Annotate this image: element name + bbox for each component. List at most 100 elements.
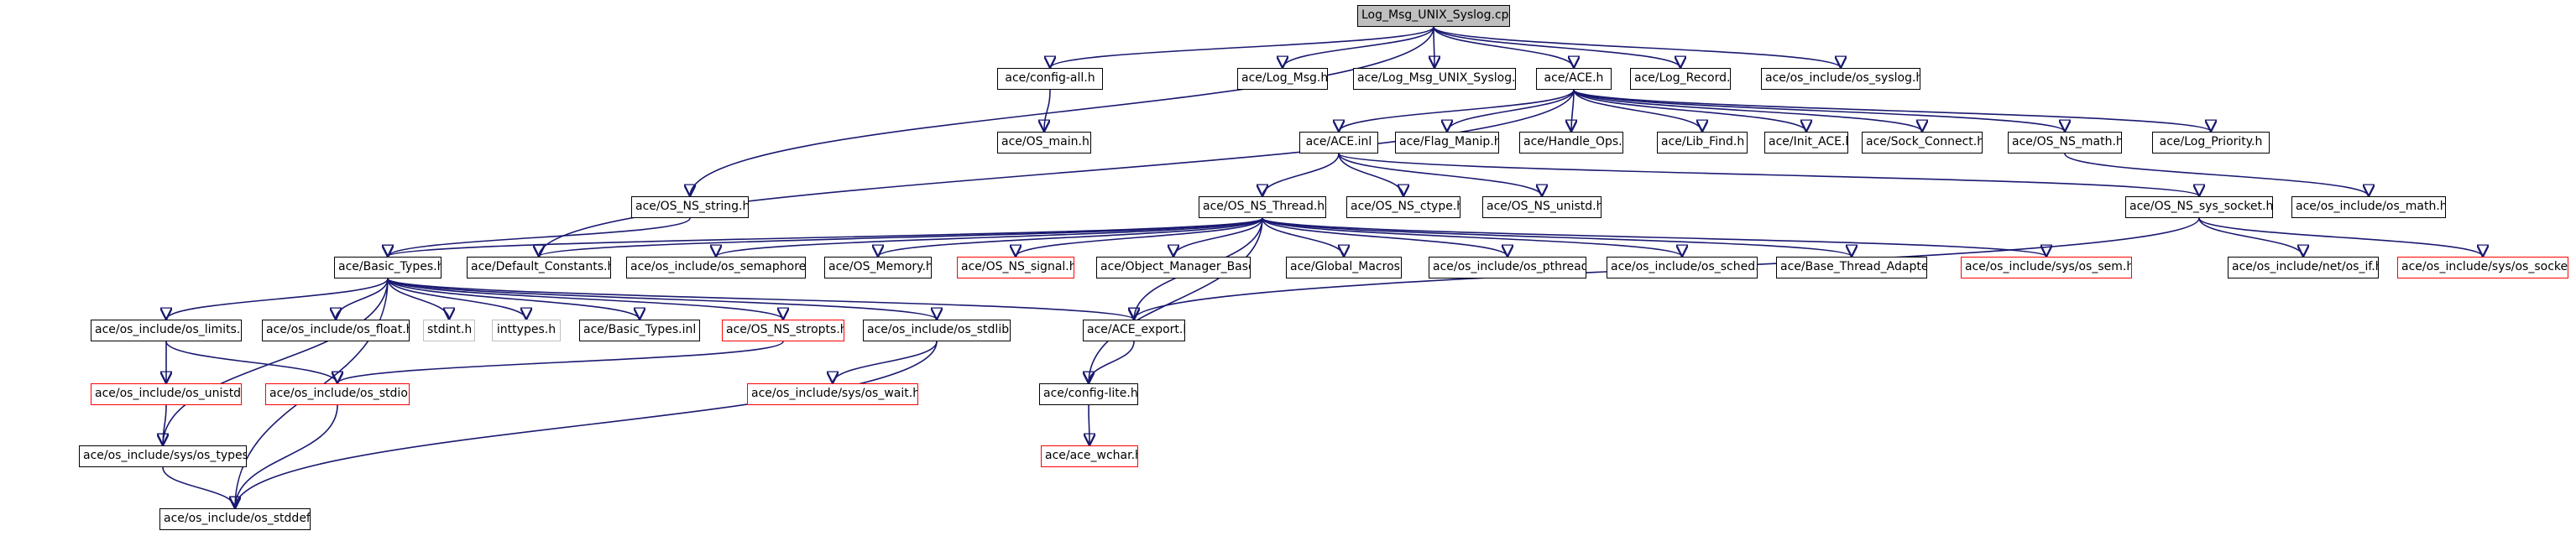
- edge-ace-inl-to-os-ns-ctype: [1338, 153, 1403, 197]
- node-sys-os-wait[interactable]: ace/os_include/sys/os_wait.h: [747, 383, 918, 405]
- edge-root-to-config-all: [1050, 26, 1434, 69]
- edge-os-limits-to-os-stdio: [165, 341, 337, 384]
- node-os-float[interactable]: ace/os_include/os_float.h: [262, 320, 410, 341]
- edge-ace-inl-to-os-ns-unistd: [1338, 153, 1542, 197]
- edge-ace-export-to-config-lite: [1089, 341, 1135, 384]
- node-os-sched[interactable]: ace/os_include/os_sched.h: [1607, 257, 1758, 278]
- edge-ace-h-to-sock-connect: [1573, 89, 1922, 133]
- node-os-limits[interactable]: ace/os_include/os_limits.h: [91, 320, 242, 341]
- edge-ace-inl-to-os-ns-thread: [1262, 153, 1340, 197]
- node-os-ns-stropts[interactable]: ace/OS_NS_stropts.h: [722, 320, 844, 341]
- edge-os-ns-sys-socket-to-net-os-if: [2198, 217, 2303, 258]
- node-log-msg-unix[interactable]: ace/Log_Msg_UNIX_Syslog.h: [1353, 68, 1516, 90]
- node-os-ns-signal[interactable]: ace/OS_NS_signal.h: [957, 257, 1074, 278]
- node-basic-types[interactable]: ace/Basic_Types.h: [334, 257, 442, 278]
- node-handle-ops[interactable]: ace/Handle_Ops.h: [1519, 132, 1623, 154]
- node-os-stdlib[interactable]: ace/os_include/os_stdlib.h: [863, 320, 1011, 341]
- edge-sys-os-types-to-os-stddef: [162, 466, 235, 509]
- edge-basic-types-to-os-limits: [166, 278, 389, 320]
- edge-os-stdio-to-os-stddef: [235, 404, 338, 508]
- node-ace-wchar[interactable]: ace/ace_wchar.h: [1041, 445, 1138, 467]
- node-os-math[interactable]: ace/os_include/os_math.h: [2291, 196, 2446, 218]
- edge-os-ns-math-to-os-math: [2064, 153, 2369, 197]
- edge-os-ns-string-to-basic-types: [388, 217, 691, 258]
- edge-root-to-os-syslog: [1433, 26, 1841, 69]
- node-sys-os-socket[interactable]: ace/os_include/sys/os_socket.h: [2397, 257, 2568, 278]
- edge-ace-h-to-lib-find: [1573, 89, 1702, 133]
- edge-basic-types-to-inttypes: [387, 278, 526, 320]
- node-os-stddef[interactable]: ace/os_include/os_stddef.h: [159, 508, 311, 530]
- node-os-unistd[interactable]: ace/os_include/os_unistd.h: [91, 383, 242, 405]
- node-default-constants[interactable]: ace/Default_Constants.h: [467, 257, 611, 278]
- edge-ace-h-to-default-constants: [539, 89, 1575, 257]
- edge-os-ns-thread-to-os-pthread: [1262, 217, 1507, 258]
- edge-ace-h-to-handle-ops: [1571, 89, 1574, 132]
- edge-root-to-os-ns-string: [690, 26, 1434, 196]
- node-init-ace[interactable]: ace/Init_ACE.h: [1764, 132, 1848, 154]
- edge-os-unistd-to-sys-os-types: [163, 404, 166, 445]
- node-os-pthread[interactable]: ace/os_include/os_pthread.h: [1429, 257, 1586, 278]
- node-os-ns-string[interactable]: ace/OS_NS_string.h: [631, 196, 749, 218]
- node-config-all[interactable]: ace/config-all.h: [997, 68, 1103, 90]
- edge-os-ns-thread-to-os-sched: [1262, 217, 1682, 258]
- edge-basic-types-to-sys-os-types: [163, 278, 389, 445]
- edge-ace-h-to-os-ns-math: [1573, 89, 2065, 133]
- edge-root-to-log-record: [1433, 26, 1680, 69]
- node-object-manager-base[interactable]: ace/Object_Manager_Base.h: [1096, 257, 1251, 278]
- edge-os-ns-sys-socket-to-sys-os-socket: [2198, 217, 2483, 258]
- node-ace-export[interactable]: ace/ACE_export.h: [1083, 320, 1185, 341]
- node-os-ns-math[interactable]: ace/OS_NS_math.h: [2008, 132, 2122, 154]
- node-net-os-if[interactable]: ace/os_include/net/os_if.h: [2228, 257, 2379, 278]
- node-os-ns-sys-socket[interactable]: ace/OS_NS_sys_socket.h: [2125, 196, 2273, 218]
- node-sys-os-sem[interactable]: ace/os_include/sys/os_sem.h: [1961, 257, 2132, 278]
- edge-ace-inl-to-os-ns-sys-socket: [1338, 153, 2199, 197]
- edge-ace-h-to-ace-inl: [1339, 89, 1575, 133]
- node-root[interactable]: Log_Msg_UNIX_Syslog.cpp: [1357, 5, 1510, 27]
- node-os-main[interactable]: ace/OS_main.h: [997, 132, 1091, 154]
- edge-os-ns-thread-to-base-thread-adapter: [1262, 217, 1852, 258]
- node-base-thread-adapter[interactable]: ace/Base_Thread_Adapter.h: [1776, 257, 1927, 278]
- node-os-syslog[interactable]: ace/os_include/os_syslog.h: [1761, 68, 1920, 90]
- node-global-macros[interactable]: ace/Global_Macros.h: [1286, 257, 1402, 278]
- node-sys-os-types[interactable]: ace/os_include/sys/os_types.h: [79, 445, 247, 467]
- edge-basic-types-to-stdint: [387, 278, 449, 320]
- node-lib-find[interactable]: ace/Lib_Find.h: [1657, 132, 1748, 154]
- edge-basic-types-to-os-float: [336, 278, 389, 320]
- edge-ace-h-to-flag-manip: [1447, 89, 1575, 133]
- edge-os-ns-thread-to-os-semaphore: [716, 217, 1263, 258]
- node-log-msg[interactable]: ace/Log_Msg.h: [1237, 68, 1328, 90]
- node-os-memory[interactable]: ace/OS_Memory.h: [824, 257, 932, 278]
- node-ace-inl[interactable]: ace/ACE.inl: [1299, 132, 1378, 154]
- edge-os-stdlib-to-os-stddef: [235, 341, 938, 508]
- node-stdint[interactable]: stdint.h: [423, 320, 475, 341]
- node-os-semaphore[interactable]: ace/os_include/os_semaphore.h: [626, 257, 806, 278]
- edge-basic-types-to-ace-export: [387, 278, 1134, 320]
- node-basic-types-inl[interactable]: ace/Basic_Types.inl: [579, 320, 700, 341]
- node-flag-manip[interactable]: ace/Flag_Manip.h: [1395, 132, 1499, 154]
- node-config-lite[interactable]: ace/config-lite.h: [1039, 383, 1138, 405]
- node-inttypes[interactable]: inttypes.h: [492, 320, 561, 341]
- edge-root-to-ace-h: [1433, 26, 1574, 69]
- node-log-record[interactable]: ace/Log_Record.h: [1630, 68, 1731, 90]
- edge-os-ns-thread-to-os-ns-signal: [1016, 217, 1263, 258]
- edge-ace-h-to-init-ace: [1573, 89, 1806, 133]
- edge-os-ns-thread-to-basic-types: [388, 217, 1263, 258]
- node-os-ns-thread[interactable]: ace/OS_NS_Thread.h: [1199, 196, 1326, 218]
- edge-os-ns-thread-to-sys-os-sem: [1262, 217, 2046, 258]
- node-os-ns-unistd[interactable]: ace/OS_NS_unistd.h: [1482, 196, 1602, 218]
- node-ace-h[interactable]: ace/ACE.h: [1536, 68, 1612, 90]
- node-log-priority[interactable]: ace/Log_Priority.h: [2152, 132, 2270, 154]
- node-os-stdio[interactable]: ace/os_include/os_stdio.h: [265, 383, 410, 405]
- edge-root-to-log-msg: [1283, 26, 1434, 69]
- node-os-ns-ctype[interactable]: ace/OS_NS_ctype.h: [1346, 196, 1460, 218]
- edge-config-all-to-os-main: [1044, 89, 1051, 132]
- edge-basic-types-to-os-stdlib: [387, 278, 937, 320]
- edge-basic-types-to-basic-types-inl: [387, 278, 640, 320]
- node-sock-connect[interactable]: ace/Sock_Connect.h: [1862, 132, 1983, 154]
- edge-os-ns-thread-to-os-memory: [878, 217, 1263, 258]
- edge-os-ns-thread-to-config-lite: [1089, 217, 1263, 383]
- edge-ace-h-to-log-priority: [1573, 89, 2211, 133]
- edge-os-ns-thread-to-default-constants: [539, 217, 1263, 258]
